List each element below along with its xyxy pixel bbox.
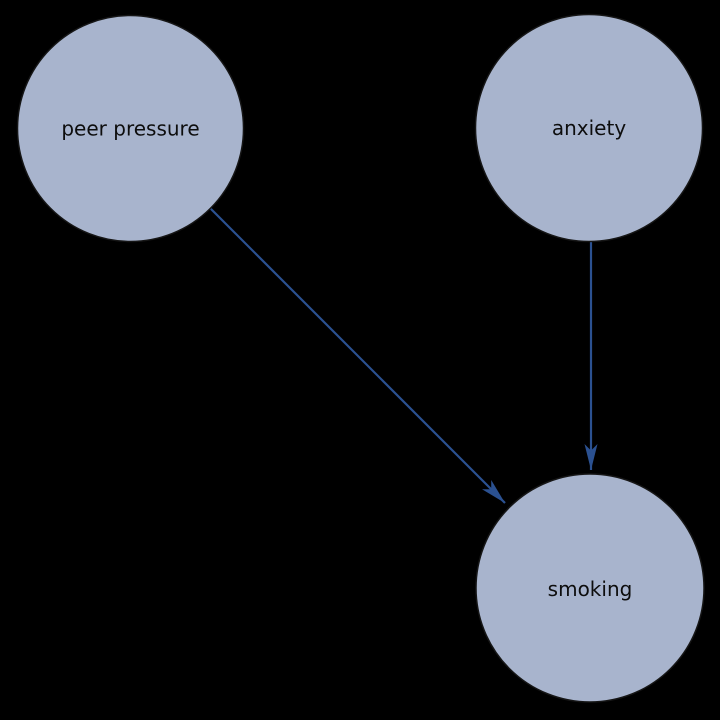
node-smoking — [475, 473, 705, 703]
node-peer-pressure — [16, 14, 245, 243]
edge-peer-pressure-to-smoking — [205, 203, 506, 504]
node-label-peer-pressure: peer pressure — [61, 117, 199, 141]
node-anxiety — [474, 13, 704, 243]
node-label-anxiety: anxiety — [552, 116, 626, 140]
node-label-smoking: smoking — [548, 577, 633, 601]
